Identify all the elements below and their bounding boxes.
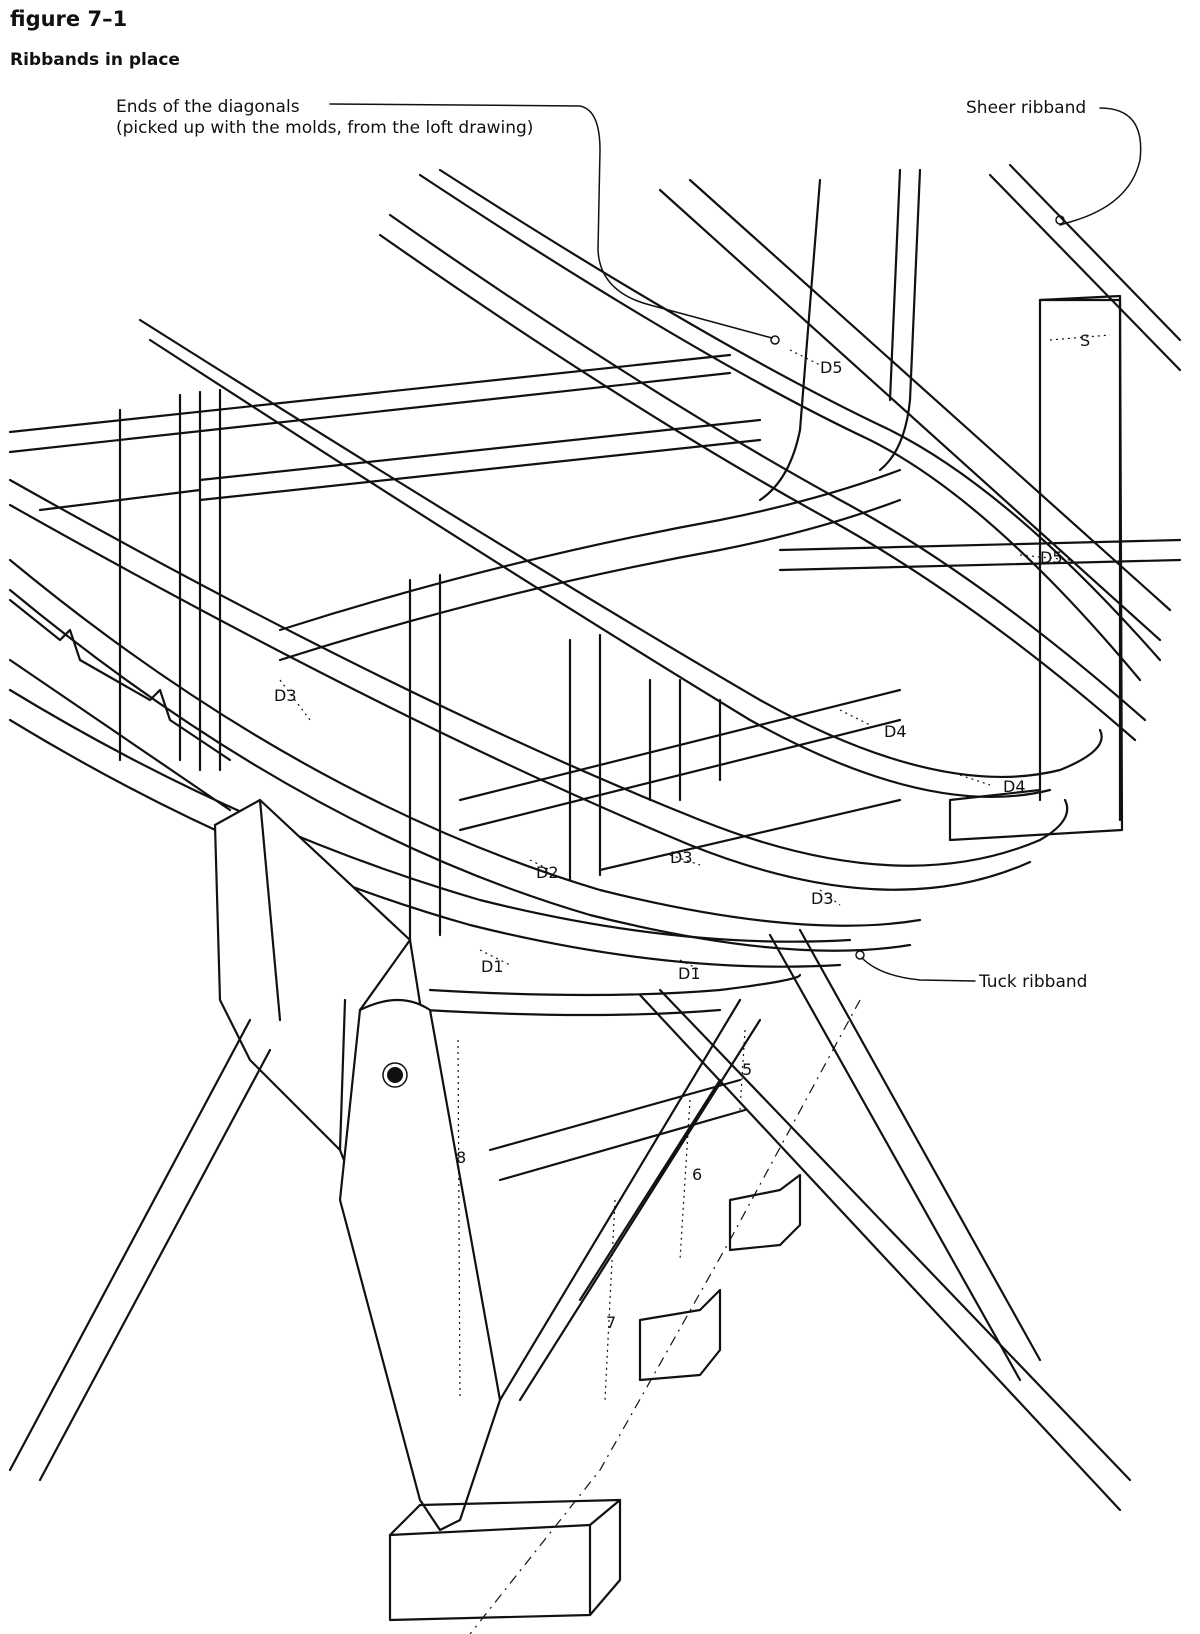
sheer-ribband-pin [1055,215,1065,225]
ribband-d3-lower [8,688,852,968]
tuck-ribband-pin [855,950,865,960]
ribband-d5-right [658,178,1172,642]
mark-d2: D2 [536,863,559,882]
mark-d1-right: D1 [678,964,701,983]
ribband-d5-upper [418,168,1162,682]
mark-station-6: 6 [692,1165,702,1184]
stem-inner-edge [258,798,412,1152]
callout-sheer-ribband: Sheer ribband [966,98,1086,118]
centerline [469,999,861,1634]
keel-block-rear [728,1173,802,1252]
leader-tuck-ribband [861,957,976,982]
station-line-5 [739,1029,746,1111]
shore-left [8,1018,272,1482]
interior-stanchions [408,573,722,942]
bolt-hole-ring [382,1062,408,1088]
diagonal-end-pin [770,335,780,345]
callout-diagonals-line2: (picked up with the molds, from the loft… [116,118,533,138]
shore-center [638,988,1132,1512]
ribband-d4-lower [8,478,1069,891]
diagonal-marker-leaders [279,334,1111,971]
bottom-mold-planks [278,468,902,872]
shore-inner [488,1078,747,1182]
keel-outer [498,998,762,1402]
cross-spall-upper [8,353,732,772]
mark-station-5: 5 [742,1060,752,1079]
ribband-d3 [8,558,922,952]
mold-top-center [758,168,922,502]
leader-diagonals [329,103,773,339]
leader-sheer-ribband [1059,107,1142,226]
shore-right [768,928,1042,1382]
mark-d4-mid: D4 [884,722,907,741]
callout-tuck-ribband: Tuck ribband [978,972,1087,992]
keel-block-front [388,1498,622,1622]
bolt-hole [387,1067,403,1083]
tuck-ribband [423,973,802,1017]
mark-d3-right: D3 [811,889,834,908]
station-line-8 [457,1039,461,1401]
keel-deadwood [338,999,502,1532]
mark-station-8: 8 [456,1148,466,1167]
station-line-7 [604,1199,616,1401]
mark-d5-upper: D5 [820,358,843,377]
figure-title: Ribbands in place [10,50,180,70]
mark-d3-left: D3 [274,686,297,705]
station-line-6 [679,1099,691,1261]
mark-station-7: 7 [606,1313,616,1332]
callout-diagonals-line1: Ends of the diagonals [116,97,300,117]
mark-d4-right: D4 [1003,777,1026,796]
ribband-d4 [138,318,1103,799]
mark-d5-right: D5 [1040,548,1063,567]
sheer-mold-right [948,294,1124,842]
cross-spall-middle [38,418,762,512]
keel-block-middle [638,1288,722,1382]
ribband-top-long [378,213,1147,742]
sheer-ribband [988,163,1182,372]
mark-d3-mid: D3 [670,848,693,867]
keel-block-front-top [388,1498,622,1617]
mark-d1-left: D1 [481,957,504,976]
notched-keelson-left [8,598,232,812]
mark-s: S [1080,331,1090,350]
figure-number: figure 7–1 [10,7,127,31]
cross-spall-right [778,298,1182,822]
